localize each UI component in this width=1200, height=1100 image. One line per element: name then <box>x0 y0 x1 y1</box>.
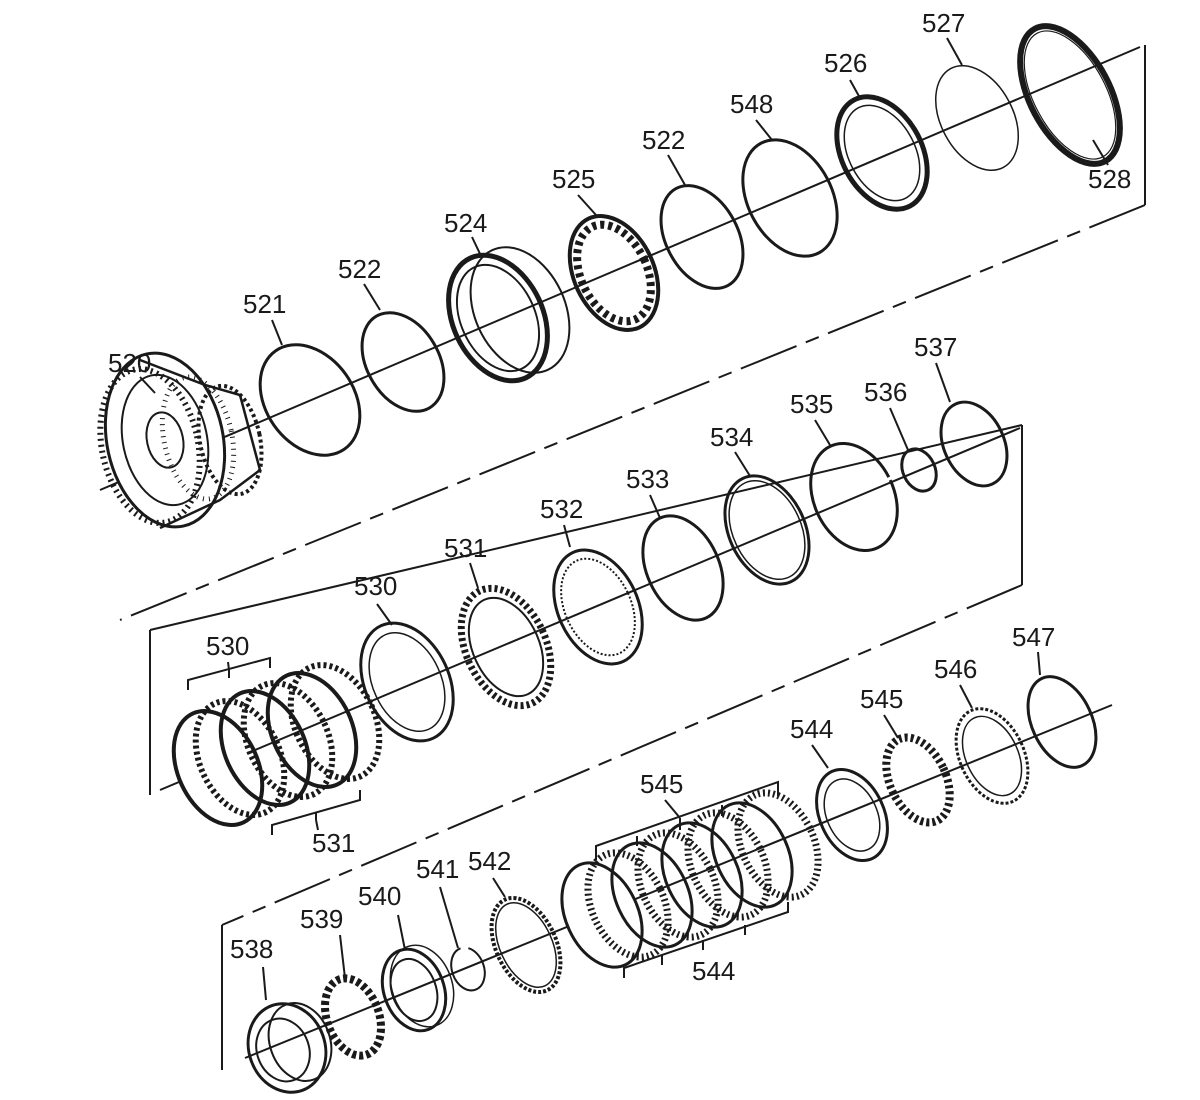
label-534: 534 <box>710 422 753 452</box>
part-537-ring <box>939 400 1009 488</box>
part-542-plate <box>489 895 563 995</box>
part-531-friction <box>457 584 555 710</box>
label-522-a: 522 <box>338 254 381 284</box>
part-533-ring <box>641 514 725 622</box>
part-labels: 520 521 522 524 525 522 548 526 527 528 … <box>108 8 1131 986</box>
label-538: 538 <box>230 934 273 964</box>
label-530-b: 530 <box>354 571 397 601</box>
label-527: 527 <box>922 8 965 38</box>
part-522-ring-b <box>659 184 745 290</box>
label-525: 525 <box>552 164 595 194</box>
part-546-plate <box>954 707 1030 805</box>
part-539-spring <box>320 974 386 1060</box>
label-544-b: 544 <box>790 714 833 744</box>
label-520: 520 <box>108 348 151 378</box>
part-541-snap-ring <box>450 946 486 992</box>
leader-lines <box>139 37 1109 1001</box>
part-530-plate <box>359 621 455 743</box>
part-525-spring-ring <box>567 214 661 332</box>
label-546: 546 <box>934 654 977 684</box>
label-531-b: 531 <box>312 828 355 858</box>
part-528-ring <box>1017 23 1123 167</box>
label-524: 524 <box>444 208 487 238</box>
part-527-snap-ring <box>935 64 1019 172</box>
part-535-snap-ring <box>809 442 899 552</box>
label-530-a: 530 <box>206 631 249 661</box>
axis-middle <box>159 427 1021 791</box>
label-545-a: 545 <box>640 769 683 799</box>
label-539: 539 <box>300 904 343 934</box>
label-522-b: 522 <box>642 125 685 155</box>
part-524-piston <box>446 246 571 384</box>
label-531-a: 531 <box>444 533 487 563</box>
label-533: 533 <box>626 464 669 494</box>
frame-top-lower-dashed <box>119 204 1146 621</box>
label-542: 542 <box>468 846 511 876</box>
label-544-a: 544 <box>692 956 735 986</box>
label-526: 526 <box>824 48 867 78</box>
bracket-544-545 <box>595 780 789 978</box>
part-540-piston <box>380 944 455 1033</box>
part-532-plate <box>552 548 644 666</box>
part-526-plate <box>834 94 930 212</box>
label-536: 536 <box>864 377 907 407</box>
frame-mid-lower-dashed <box>221 584 1023 926</box>
label-528: 528 <box>1088 164 1131 194</box>
label-545-b: 545 <box>860 684 903 714</box>
frame-mid-top <box>149 424 1023 631</box>
part-538-hub <box>246 1002 333 1094</box>
part-544-plate <box>815 767 889 863</box>
part-534-ring <box>723 474 811 586</box>
part-536-small-ring <box>900 447 938 493</box>
axis-top <box>99 46 1141 491</box>
part-522-ring-a <box>360 311 446 413</box>
part-530-531-clutch-pack <box>171 662 383 827</box>
part-544-545-clutch-pack <box>560 789 822 969</box>
label-521: 521 <box>243 289 286 319</box>
label-548: 548 <box>730 89 773 119</box>
label-532: 532 <box>540 494 583 524</box>
label-541: 541 <box>416 854 459 884</box>
part-545-friction <box>882 733 954 827</box>
label-540: 540 <box>358 881 401 911</box>
part-547-ring <box>1026 675 1098 769</box>
label-547: 547 <box>1012 622 1055 652</box>
part-520-housing <box>97 351 264 530</box>
label-535: 535 <box>790 389 833 419</box>
label-537: 537 <box>914 332 957 362</box>
part-548-ring <box>741 138 839 258</box>
part-521-ring <box>258 343 362 457</box>
